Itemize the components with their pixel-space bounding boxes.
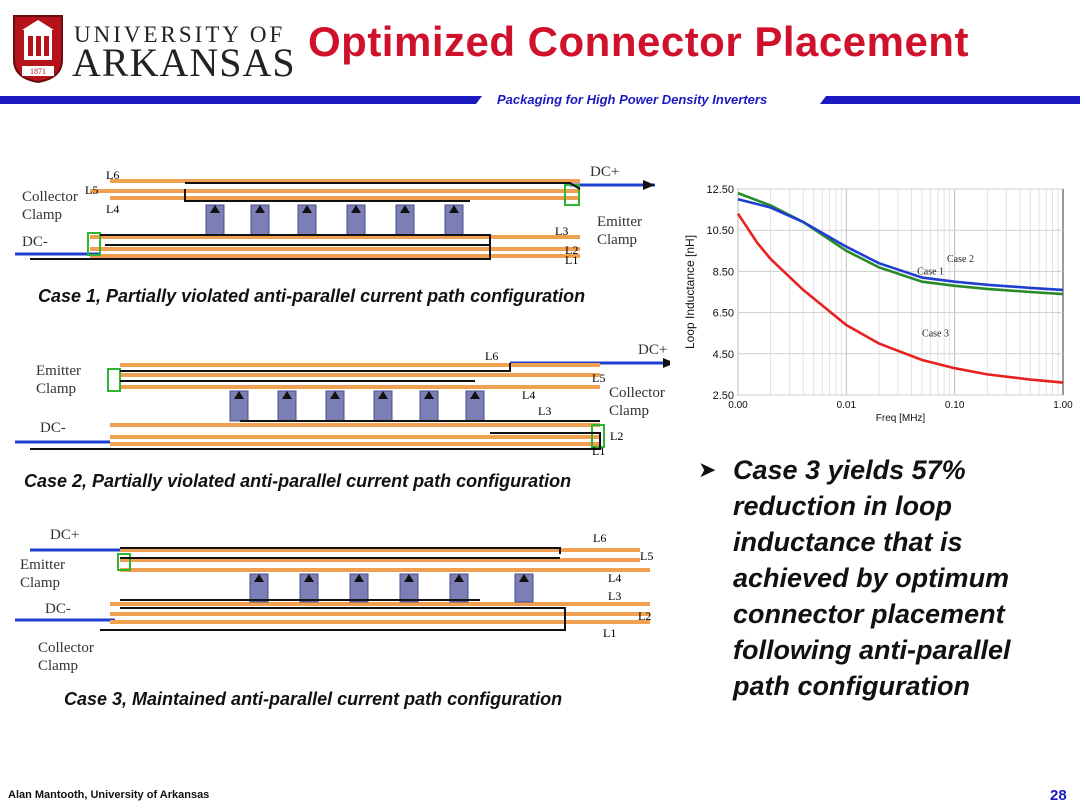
case3-dc-plus-label: DC+: [50, 527, 80, 543]
case2-caption: Case 2, Partially violated anti-parallel…: [24, 471, 572, 491]
case2-diagram: L6 L5 L4 L3 L2 L1: [15, 349, 670, 458]
series-line-case-2: [737, 198, 1064, 292]
y-tick-label: 10.50: [706, 225, 734, 237]
plot-area: [737, 188, 1064, 396]
bullet-arrow-icon: ➤: [698, 457, 717, 482]
series-label-case-3: Case 3: [922, 328, 949, 339]
svg-text:L3: L3: [555, 224, 568, 238]
header-banner-stripe: [0, 96, 1080, 104]
case3-emitter-clamp-label: Emitter Clamp: [20, 557, 65, 591]
svg-text:L2: L2: [638, 609, 651, 623]
case1-dc-plus-label: DC+: [590, 164, 620, 180]
svg-text:L6: L6: [106, 168, 119, 182]
y-tick-label: 4.50: [713, 349, 734, 361]
case1-diagram: L6 L5 L4 L3 L2 L1: [15, 168, 655, 267]
conclusion-bullet: Case 3 yields 57% reduction in loop indu…: [733, 455, 1011, 701]
case3-caption: Case 3, Maintained anti-parallel current…: [64, 689, 563, 709]
x-axis-label: Freq [MHz]: [876, 413, 926, 424]
svg-text:L4: L4: [522, 388, 535, 402]
svg-text:L6: L6: [593, 531, 606, 545]
svg-text:L1: L1: [565, 253, 578, 267]
svg-text:1871: 1871: [30, 67, 46, 76]
x-tick-label: 1.00: [1053, 400, 1073, 411]
case2-dc-plus-label: DC+: [638, 342, 668, 358]
x-tick-label: 0.10: [945, 400, 965, 411]
svg-text:L2: L2: [565, 243, 578, 257]
svg-text:L3: L3: [608, 589, 621, 603]
svg-text:L4: L4: [608, 571, 621, 585]
series-line-case-3: [736, 212, 1064, 384]
svg-text:L3: L3: [538, 404, 551, 418]
logo-arkansas: ARKANSAS: [72, 40, 296, 85]
slide-title: Optimized Connector Placement: [308, 18, 969, 65]
case1-dc-minus-label: DC-: [22, 234, 48, 250]
y-tick-label: 2.50: [713, 390, 734, 402]
case1-emitter-clamp-label: Emitter Clamp: [597, 214, 642, 248]
svg-text:L5: L5: [85, 183, 98, 197]
case2-emitter-clamp-label: Emitter Clamp: [36, 363, 81, 397]
case3-diagram: L6 L5 L4 L3 L2 L1: [15, 531, 653, 640]
y-tick-label: 12.50: [706, 184, 734, 196]
case1-collector-clamp-label: Collector Clamp: [22, 189, 78, 223]
footer-author: Alan Mantooth, University of Arkansas: [8, 789, 210, 801]
svg-text:L1: L1: [603, 626, 616, 640]
case2-dc-minus-label: DC-: [40, 420, 66, 436]
svg-text:L5: L5: [640, 549, 653, 563]
svg-text:L2: L2: [610, 429, 623, 443]
svg-text:L5: L5: [592, 371, 605, 385]
case1-caption: Case 1, Partially violated anti-parallel…: [38, 286, 586, 306]
case3-collector-clamp-label: Collector Clamp: [38, 640, 94, 674]
logo-university-of: UNIVERSITY OF: [74, 22, 286, 47]
slide-subtitle: Packaging for High Power Density Inverte…: [497, 92, 768, 107]
y-tick-label: 6.50: [713, 308, 734, 320]
svg-text:L4: L4: [106, 202, 119, 216]
page-number: 28: [1050, 787, 1067, 804]
series-label-case-2: Case 2: [947, 254, 974, 265]
svg-text:L6: L6: [485, 349, 498, 363]
university-seal-icon: 1871: [13, 15, 63, 84]
loop-inductance-chart: 12.50 10.50 8.50 6.50 4.50 2.500.00 0.01 0.10 1.…: [683, 184, 1073, 424]
x-tick-label: 0.01: [837, 400, 857, 411]
svg-text:L1: L1: [592, 444, 605, 458]
y-tick-label: 8.50: [713, 266, 734, 278]
y-axis-label: Loop Inductance [nH]: [683, 235, 697, 349]
x-tick-label: 0.00: [728, 400, 748, 411]
series-label-case-1: Case 1: [917, 266, 944, 277]
case3-dc-minus-label: DC-: [45, 601, 71, 617]
case2-collector-clamp-label: Collector Clamp: [609, 385, 665, 419]
